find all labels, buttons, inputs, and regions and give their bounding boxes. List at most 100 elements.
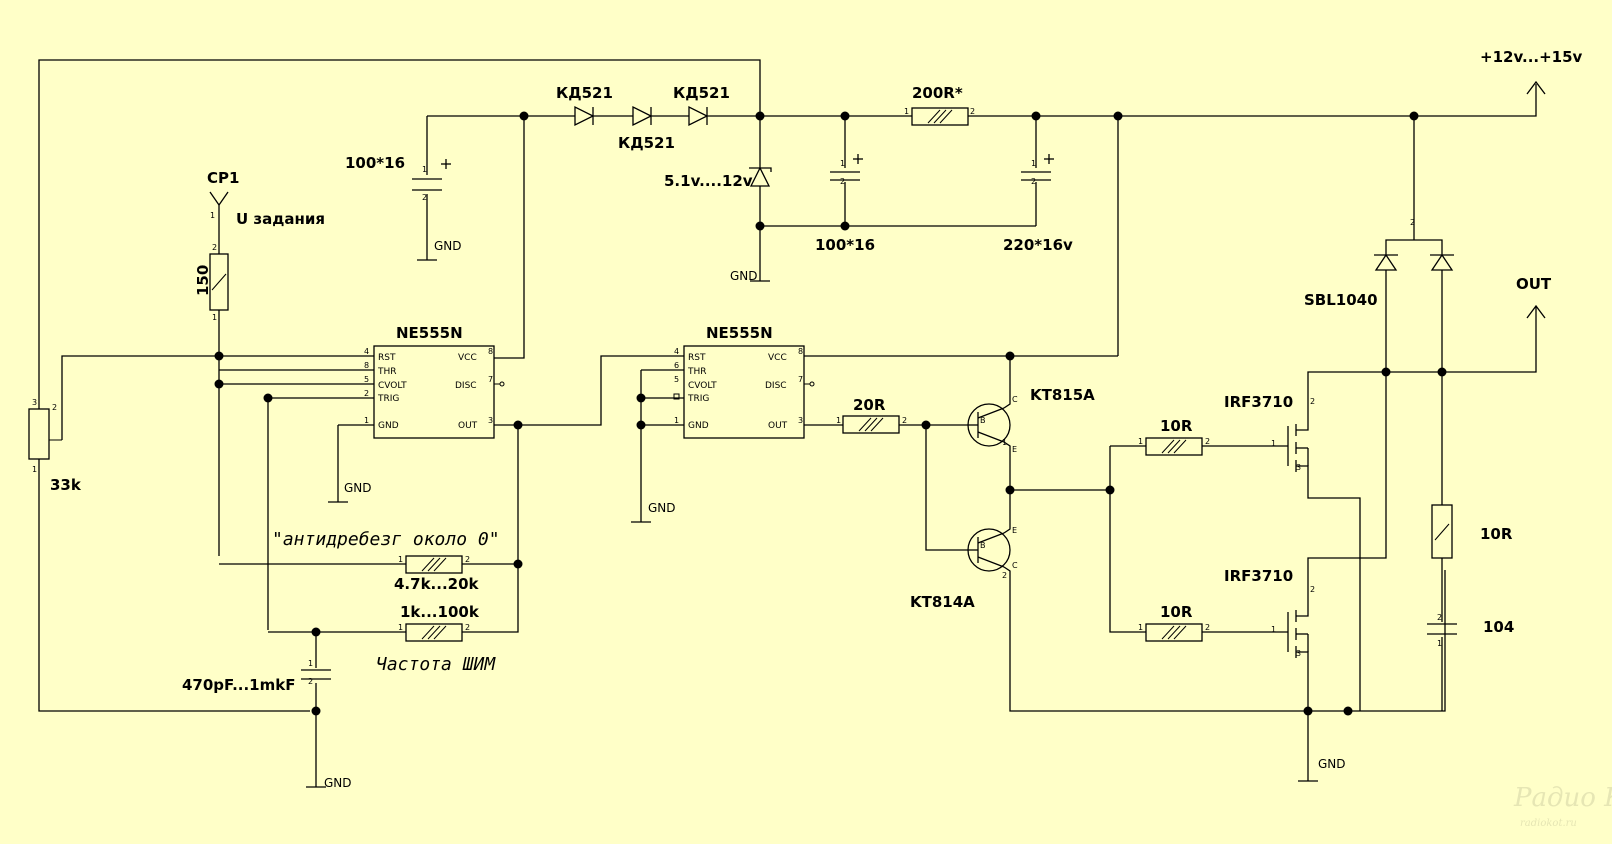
svg-text:1: 1 [1437,639,1442,648]
svg-text:3: 3 [32,398,37,407]
gnd-label-3: GND [344,481,372,495]
out-label: OUT [1516,275,1552,293]
resistor-debounce-label: 4.7k...20k [394,575,480,593]
svg-text:E: E [1012,445,1017,454]
svg-text:2: 2 [1310,585,1315,594]
ic2-pin-vcc: VCC [768,353,787,363]
ic1-pin-out: OUT [458,421,478,431]
ic2-pin-cvolt: CVOLT [688,381,717,391]
resistor-snubber [1431,504,1453,559]
cp1-connector-icon [209,191,229,207]
ic1-pin-gnd: GND [378,421,399,431]
cap-2-label: 100*16 [815,236,875,254]
watermark: Радио КОТ radiokot.ru [1513,783,1612,829]
resistor-gate-2-label: 10R [1160,603,1193,621]
supply-label: +12v...+15v [1480,48,1583,66]
svg-text:1: 1 [836,416,841,425]
ic1-pin-vcc: VCC [458,353,477,363]
resistor-freq-label: 1k...100k [400,603,480,621]
svg-text:1: 1 [398,623,403,632]
zener-label: 5.1v....12v [664,172,753,190]
svg-text:8: 8 [364,361,369,370]
svg-text:2: 2 [902,416,907,425]
svg-text:4: 4 [364,347,369,356]
svg-text:2: 2 [1002,571,1007,580]
gnd-label-5: GND [324,776,352,790]
ic1-name: NE555N [396,324,463,342]
svg-text:2: 2 [1437,613,1442,622]
svg-text:2: 2 [1310,397,1315,406]
m2-label: IRF3710 [1224,567,1293,585]
gnd-label-1: GND [434,239,462,253]
ic1-pin-disc: DISC [455,381,477,391]
ic2-pin-thr: THR [687,367,707,377]
svg-text:1: 1 [32,465,37,474]
svg-text:2: 2 [1410,218,1415,227]
svg-text:1: 1 [1138,623,1143,632]
svg-text:B: B [980,541,986,550]
svg-text:2: 2 [364,389,369,398]
supply-arrow-icon [1526,80,1546,95]
svg-text:C: C [1012,561,1018,570]
ic1-pin-trig: TRIG [377,394,399,404]
svg-text:C: C [1012,395,1018,404]
schottky-label: SBL1040 [1304,291,1378,309]
q1-label: KT815A [1030,386,1095,404]
svg-text:2: 2 [1205,437,1210,446]
cap-100-16-mid [830,154,863,181]
svg-text:3: 3 [798,416,803,425]
cap-timing [301,669,331,680]
potentiometer-33k [28,408,62,460]
svg-text:1: 1 [1271,625,1276,634]
m1-label: IRF3710 [1224,393,1293,411]
svg-text:1: 1 [210,211,215,220]
debounce-note: "антидребезг около 0" [272,529,500,550]
cap-100-16-left [412,159,451,191]
svg-text:1: 1 [308,659,313,668]
svg-text:1: 1 [840,159,845,168]
out-arrow-icon [1526,304,1546,319]
resistor-gate-1 [1145,437,1203,456]
schottky-diode-right [1430,253,1454,271]
resistor-20r [842,415,900,434]
svg-text:1: 1 [904,107,909,116]
q2-label: KT814A [910,593,975,611]
svg-text:2: 2 [465,623,470,632]
svg-text:1: 1 [212,313,217,322]
svg-text:1: 1 [1031,159,1036,168]
resistor-200r-label: 200R* [912,84,963,102]
cap-timing-label: 470pF...1mkF [182,676,295,694]
svg-text:1: 1 [1271,439,1276,448]
ic2-pin-trig: TRIG [687,394,709,404]
svg-text:2: 2 [970,107,975,116]
resistor-200r [911,107,969,126]
ic2-pin-rst: RST [688,353,706,363]
schottky-diode-left [1374,253,1398,271]
svg-text:2: 2 [465,555,470,564]
diode-kd521-1 [574,105,595,127]
cap-3-label: 220*16v [1003,236,1073,254]
ic1-pin-thr: THR [377,367,397,377]
resistor-snubber-label: 10R [1480,525,1513,543]
watermark-line-1: Радио КОТ [1513,783,1612,813]
svg-text:7: 7 [488,375,493,384]
gnd-label-4: GND [648,501,676,515]
ic-ne555-1: RST THR CVOLT TRIG GND VCC DISC OUT [373,345,505,439]
svg-text:1: 1 [674,416,679,425]
resistor-debounce [405,555,463,574]
svg-text:B: B [980,416,986,425]
gnd-label-6: GND [1318,757,1346,771]
svg-text:2: 2 [840,177,845,186]
resistor-20r-label: 20R [853,396,886,414]
diode-2-label: КД521 [618,134,675,152]
ic2-pin-out: OUT [768,421,788,431]
svg-text:5: 5 [674,375,679,384]
resistor-gate-2 [1145,623,1203,642]
svg-text:5: 5 [364,375,369,384]
cp1-label: CP1 [207,169,239,187]
svg-text:8: 8 [798,347,803,356]
freq-note: Частота ШИМ [376,654,496,675]
svg-text:2: 2 [1031,177,1036,186]
